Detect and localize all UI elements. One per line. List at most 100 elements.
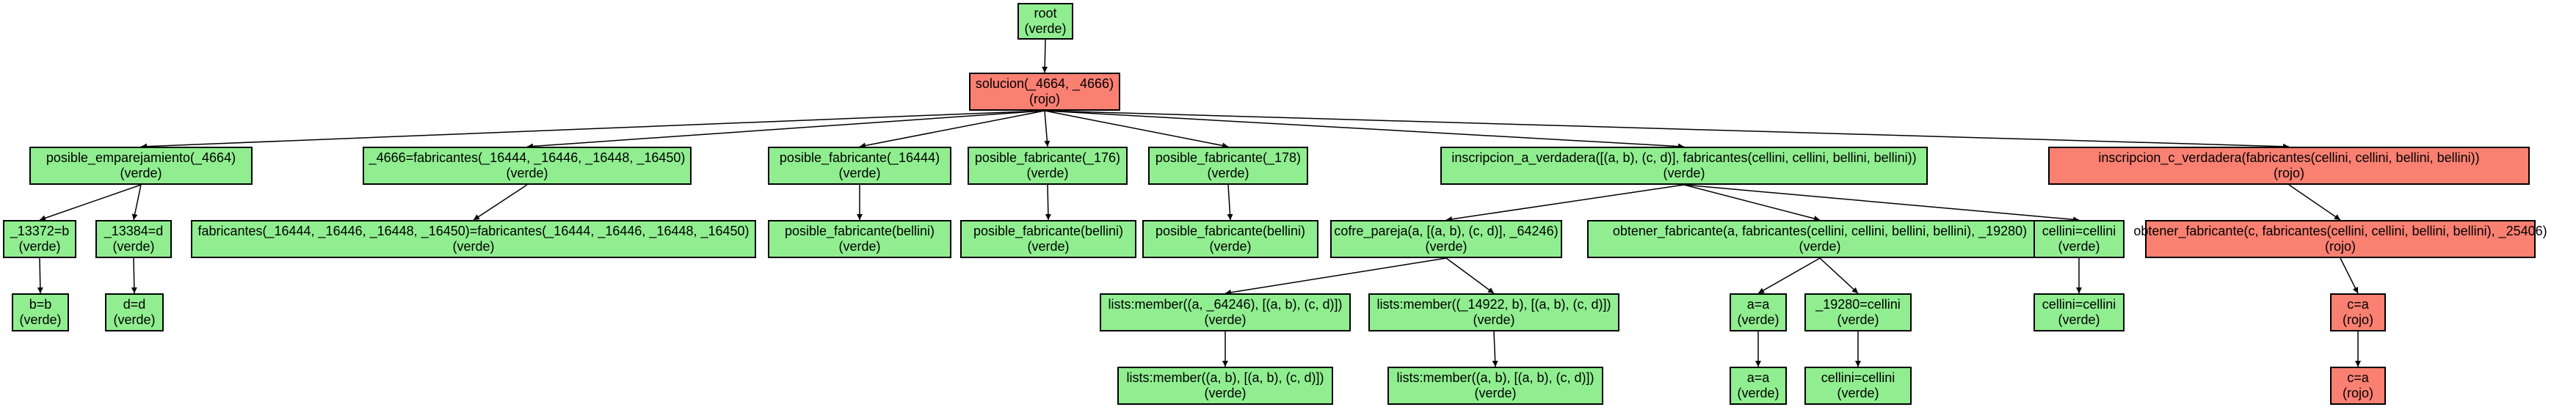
node-status: (rojo) <box>2324 239 2356 254</box>
node-status: (verde) <box>19 312 62 327</box>
tree-node-icv: inscripcion_c_verdadera(fabricantes(cell… <box>2048 147 2530 185</box>
edge-of-to-c19280 <box>1819 257 1859 294</box>
node-label: inscripcion_c_verdadera(fabricantes(cell… <box>2098 150 2480 165</box>
node-status: (verde) <box>112 239 155 254</box>
node-label: cellini=cellini <box>2042 297 2116 312</box>
node-status: (verde) <box>1026 166 1069 180</box>
node-label: _19280=cellini <box>1815 297 1901 312</box>
node-label: inscripcion_a_verdadera([(a, b), (c, d)]… <box>1451 150 1917 165</box>
node-label: _13384=d <box>104 224 164 238</box>
node-status: (rojo) <box>2342 386 2373 400</box>
node-status: (verde) <box>1204 386 1247 400</box>
node-label: c=a <box>2347 370 2369 385</box>
node-label: posible_fabricante(_176) <box>974 150 1121 165</box>
tree-node-lm4: lists:member((a, b), [(a, b), (c, d)])(v… <box>1387 367 1603 405</box>
tree-node-pf2: posible_fabricante(_176)(verde) <box>968 147 1128 185</box>
edge-iav-to-cc1 <box>1683 184 2080 223</box>
edge-solucion-to-pf2 <box>1044 110 1051 147</box>
tree-node-pfb1: posible_fabricante(bellini)(verde) <box>768 220 951 258</box>
node-status: (rojo) <box>2342 312 2373 327</box>
edge-lm2-to-lm4 <box>1492 331 1498 367</box>
node-status: (verde) <box>18 239 61 254</box>
node-status: (verde) <box>838 239 881 254</box>
tree-node-pfb3: posible_fabricante(bellini)(verde) <box>1142 220 1318 258</box>
edge-solucion-to-pf1 <box>859 110 1045 149</box>
node-label: posible_fabricante(bellini) <box>1155 224 1306 238</box>
node-label: obtener_fabricante(c, fabricantes(cellin… <box>2133 224 2547 238</box>
node-label: posible_fabricante(_178) <box>1155 150 1302 165</box>
node-label: root <box>1034 6 1057 21</box>
node-label: lists:member((a, _64246), [(a, b), (c, d… <box>1108 297 1343 312</box>
edge-pf3-to-pfb3 <box>1227 184 1233 221</box>
node-status: (verde) <box>1204 312 1247 327</box>
node-status: (verde) <box>506 166 548 180</box>
node-status: (verde) <box>113 312 156 327</box>
tree-node-ofc: obtener_fabricante(c, fabricantes(cellin… <box>2133 220 2547 258</box>
edge-of-to-aa1 <box>1757 257 1821 294</box>
edge-iav-to-of <box>1683 184 1821 221</box>
node-label: solucion(_4664, _4666) <box>975 76 1114 91</box>
tree-node-n13372: _13372=b(verde) <box>3 220 76 258</box>
node-status: (verde) <box>1663 166 1705 180</box>
node-label: posible_emparejamiento(_4664) <box>46 150 236 165</box>
node-label: c=a <box>2347 297 2369 312</box>
tree-node-pf3: posible_fabricante(_178)(verde) <box>1148 147 1308 185</box>
node-label: posible_fabricante(_16444) <box>779 150 940 165</box>
node-status: (verde) <box>1425 239 1467 254</box>
edge-pe-to-n13384 <box>131 184 142 221</box>
tree-node-n13384: _13384=d(verde) <box>95 220 172 258</box>
node-label: lists:member((a, b), [(a, b), (c, d)]) <box>1396 370 1594 385</box>
node-label: fabricantes(_16444, _16446, _16448, _164… <box>197 224 750 238</box>
node-label: lists:member((_14922, b), [(a, b), (c, d… <box>1376 297 1611 312</box>
node-label: a=a <box>1746 297 1770 312</box>
node-status: (verde) <box>1837 312 1879 327</box>
node-status: (verde) <box>1473 312 1515 327</box>
edge-iav-to-cp <box>1445 184 1685 222</box>
tree-node-pf1: posible_fabricante(_16444)(verde) <box>768 147 951 185</box>
edge-icv-to-ofc <box>2288 184 2341 221</box>
node-status: (verde) <box>1474 386 1517 400</box>
node-label: b=b <box>29 297 52 312</box>
edge-fab-to-fabeq <box>473 184 528 221</box>
tree-node-solucion: solucion(_4664, _4666)(rojo) <box>969 73 1120 111</box>
edge-solucion-to-iav <box>1044 110 1685 150</box>
edge-ofc-to-ca1 <box>2340 257 2359 294</box>
edge-solucion-to-fab <box>526 110 1045 150</box>
tree-node-iav: inscripcion_a_verdadera([(a, b), (c, d)]… <box>1440 147 1928 185</box>
node-label: d=d <box>123 297 146 312</box>
node-label: a=a <box>1746 370 1770 385</box>
tree-node-of: obtener_fabricante(a, fabricantes(cellin… <box>1587 220 2053 258</box>
edge-cp-to-lm2 <box>1445 257 1495 294</box>
tree-node-fabeq: fabricantes(_16444, _16446, _16448, _164… <box>191 220 756 258</box>
tree-node-root: root(verde) <box>1017 3 1073 40</box>
node-status: (verde) <box>2058 239 2100 254</box>
node-label: lists:member((a, b), [(a, b), (c, d)]) <box>1126 370 1324 385</box>
tree-node-bb: b=b(verde) <box>12 293 69 331</box>
node-label: cofre_pareja(a, [(a, b), (c, d)], _64246… <box>1334 224 1559 238</box>
node-status: (verde) <box>1799 239 1841 254</box>
node-status: (verde) <box>838 166 881 180</box>
tree-node-lm3: lists:member((a, b), [(a, b), (c, d)])(v… <box>1117 367 1333 405</box>
node-status: (verde) <box>1837 386 1879 400</box>
tree-node-aa2: a=a(verde) <box>1730 367 1787 405</box>
edge-solucion-to-icv <box>1044 110 2290 150</box>
node-label: _4666=fabricantes(_16444, _16446, _16448… <box>369 150 686 165</box>
tree-node-cc3: cellini=cellini(verde) <box>1804 367 1912 405</box>
node-label: _13372=b <box>10 224 70 238</box>
tree-node-cc1: cellini=cellini(verde) <box>2033 220 2125 258</box>
tree-node-pfb2: posible_fabricante(bellini)(verde) <box>960 220 1136 258</box>
tree-node-cc2: cellini=cellini(verde) <box>2033 293 2125 331</box>
tree-node-pe: posible_emparejamiento(_4664)(verde) <box>29 147 253 185</box>
node-status: (verde) <box>1209 239 1252 254</box>
tree-node-fab: _4666=fabricantes(_16444, _16446, _16448… <box>363 147 692 185</box>
tree-node-dd: d=d(verde) <box>105 293 164 331</box>
tree-node-lm1: lists:member((a, _64246), [(a, b), (c, d… <box>1100 293 1351 331</box>
node-label: obtener_fabricante(a, fabricantes(cellin… <box>1612 224 2028 238</box>
edge-solucion-to-pe <box>140 110 1045 150</box>
edge-solucion-to-pf3 <box>1044 110 1229 149</box>
node-label: cellini=cellini <box>1821 370 1895 385</box>
node-status: (verde) <box>2058 312 2100 327</box>
edge-cp-to-lm1 <box>1224 257 1447 296</box>
